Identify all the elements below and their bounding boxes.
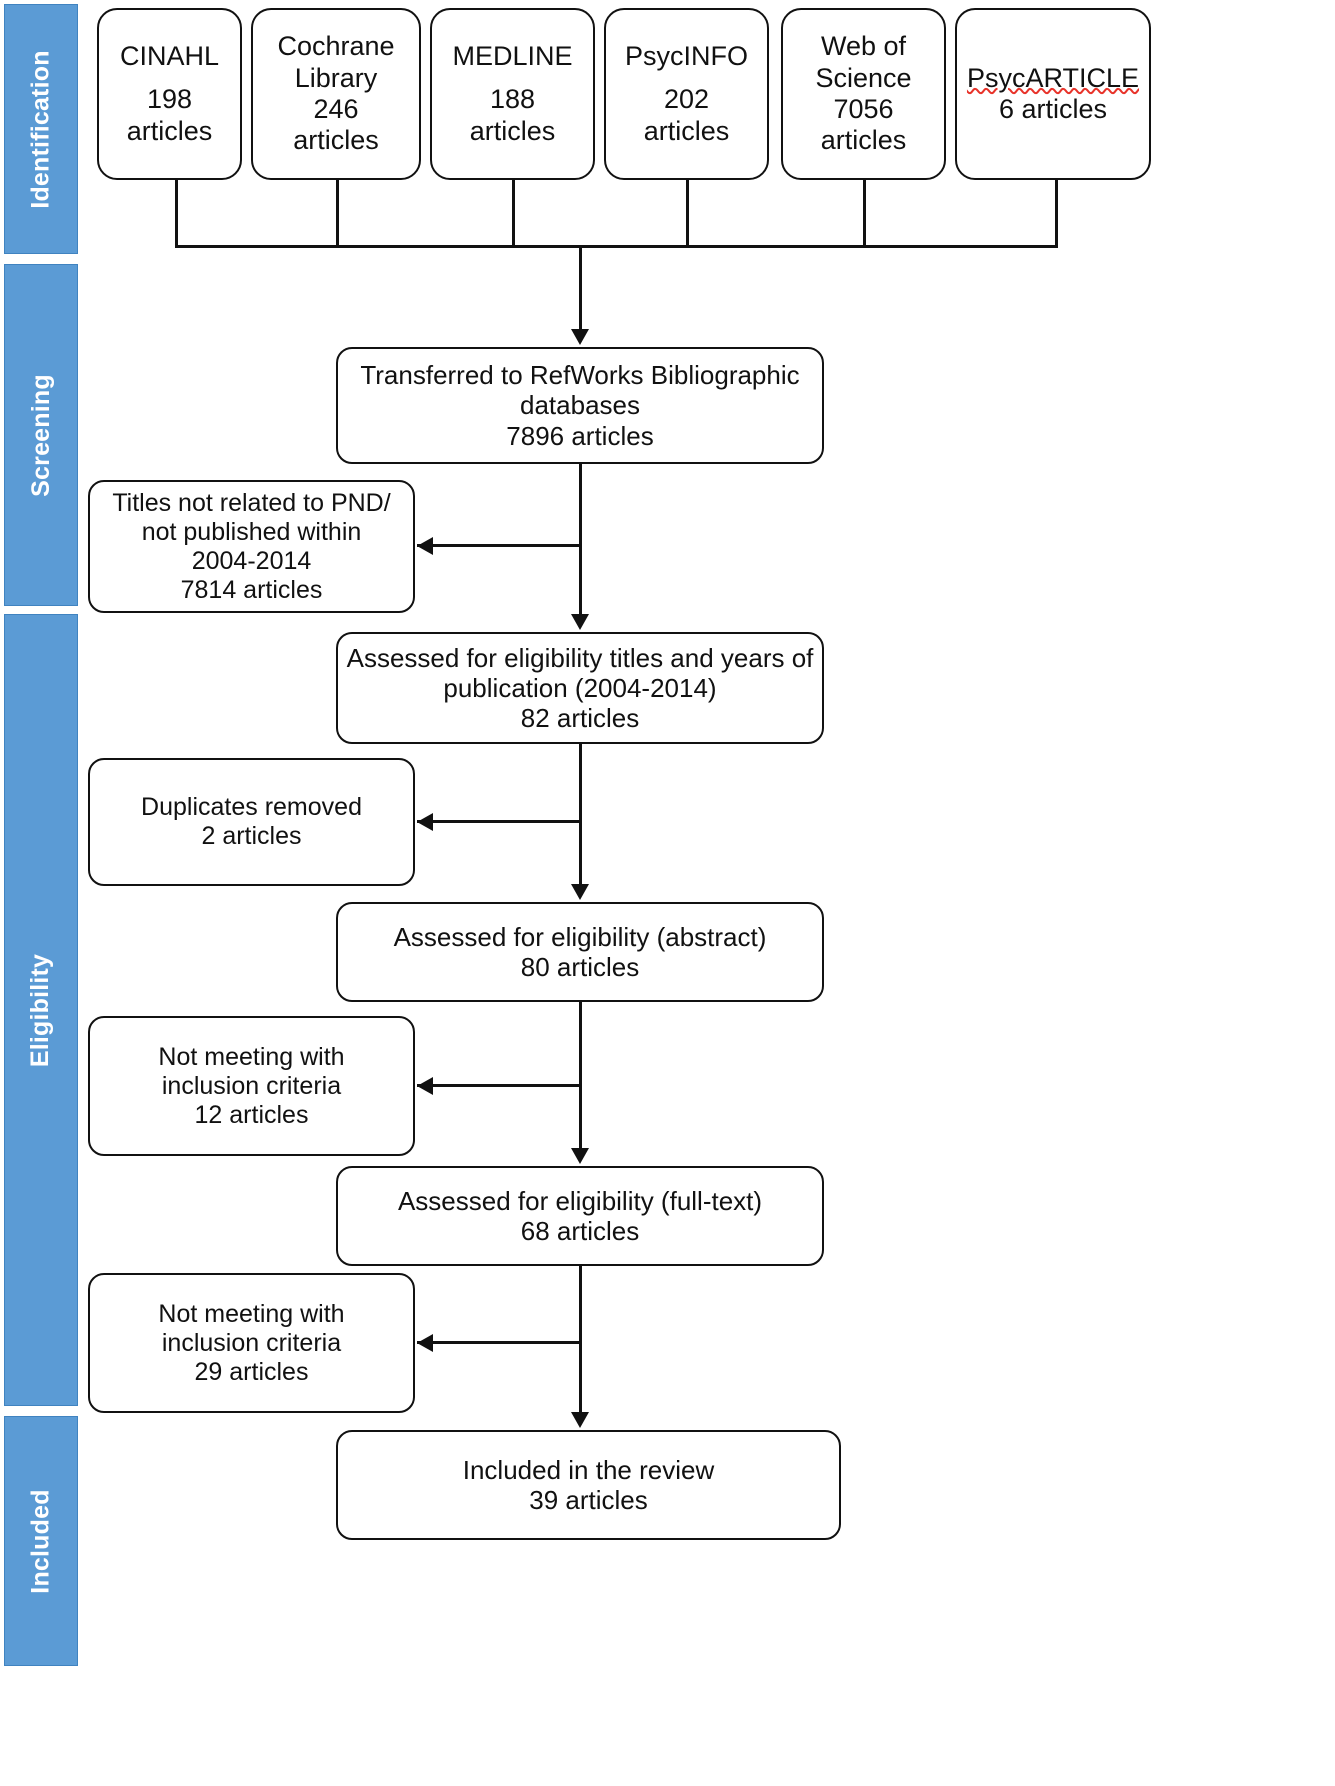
connector-to-not-meeting-fulltext: [417, 1341, 580, 1344]
source-name-cinahl: CINAHL: [119, 41, 220, 72]
stage-bar-included: Included: [4, 1416, 78, 1666]
included-review-count: 39 articles: [529, 1485, 648, 1515]
source-box-medline: MEDLINE 188 articles: [430, 8, 595, 180]
source-unit-medline: articles: [469, 115, 556, 146]
arrowhead-to-eligibility-fulltext: [571, 1148, 589, 1164]
source-name-medline: MEDLINE: [452, 41, 573, 72]
connector-eligibility-fulltext-down: [579, 1266, 582, 1418]
arrowhead-to-transferred: [571, 329, 589, 345]
stage-label-identification: Identification: [26, 49, 55, 209]
eligibility-fulltext-line1: Assessed for eligibility (full-text): [397, 1185, 763, 1216]
node-eligibility-abstract: Assessed for eligibility (abstract) 80 a…: [336, 902, 824, 1002]
stage-label-included: Included: [26, 1488, 55, 1594]
source-box-psycarticle: PsycARTICLE 6 articles: [955, 8, 1151, 180]
source-unit-web-of-science: articles: [820, 125, 907, 156]
source-name-psycarticle-wrapper: PsycARTICLE: [965, 63, 1141, 94]
source-count-medline: 188: [489, 84, 536, 115]
transferred-line1: Transferred to RefWorks Bibliographic: [360, 360, 800, 391]
source-name-web-of-science-line1: Web of: [820, 31, 907, 62]
connector-transferred-down: [579, 464, 582, 620]
stage-label-screening: Screening: [26, 373, 55, 497]
transferred-line2: databases: [520, 390, 640, 421]
transferred-count: 7896 articles: [506, 420, 654, 451]
eligibility-abstract-count: 80 articles: [520, 952, 640, 982]
titles-not-related-line1: Titles not related to PND/: [112, 488, 391, 517]
connector-cinahl-down: [175, 180, 178, 247]
included-review-line1: Included in the review: [462, 1454, 715, 1485]
node-eligibility-fulltext: Assessed for eligibility (full-text) 68 …: [336, 1166, 824, 1266]
node-titles-not-related: Titles not related to PND/ not published…: [88, 480, 415, 613]
connector-psycinfo-down: [686, 180, 689, 247]
source-unit-cinahl: articles: [126, 115, 213, 146]
node-included-in-review: Included in the review 39 articles: [336, 1430, 841, 1540]
titles-not-related-count: 7814 articles: [180, 575, 323, 604]
titles-not-related-line2: not published within: [141, 517, 362, 546]
duplicates-removed-count: 2 articles: [201, 822, 302, 850]
eligibility-titles-line2: publication (2004-2014): [443, 672, 717, 703]
not-meeting-abstract-count: 12 articles: [194, 1100, 309, 1129]
connector-cochrane-down: [336, 180, 339, 247]
source-count-web-of-science: 7056: [833, 94, 894, 124]
connector-eligibility-titles-down: [579, 744, 582, 890]
not-meeting-fulltext-line2: inclusion criteria: [161, 1328, 342, 1357]
source-box-psycinfo: PsycINFO 202 articles: [604, 8, 769, 180]
not-meeting-abstract-line1: Not meeting with: [158, 1042, 345, 1071]
node-transferred-to-refworks: Transferred to RefWorks Bibliographic da…: [336, 347, 824, 464]
arrowhead-to-not-meeting-fulltext: [417, 1334, 433, 1352]
source-count-psycarticle: 6 articles: [998, 94, 1108, 124]
not-meeting-fulltext-line1: Not meeting with: [158, 1299, 345, 1328]
node-not-meeting-inclusion-fulltext: Not meeting with inclusion criteria 29 a…: [88, 1273, 415, 1413]
arrowhead-to-included-review: [571, 1412, 589, 1428]
connector-to-not-meeting-abstract: [417, 1084, 580, 1087]
stage-bar-screening: Screening: [4, 264, 78, 606]
arrowhead-to-duplicates-removed: [417, 813, 433, 831]
connector-sources-manifold: [175, 245, 1058, 248]
eligibility-abstract-line1: Assessed for eligibility (abstract): [393, 921, 767, 952]
stage-bar-eligibility: Eligibility: [4, 614, 78, 1406]
eligibility-fulltext-count: 68 articles: [520, 1216, 640, 1246]
source-unit-psycinfo: articles: [643, 115, 730, 146]
node-eligibility-titles: Assessed for eligibility titles and year…: [336, 632, 824, 744]
connector-psycarticle-down: [1055, 180, 1058, 247]
source-name-psycinfo: PsycINFO: [624, 41, 748, 72]
duplicates-removed-line1: Duplicates removed: [141, 793, 362, 821]
connector-medline-down: [512, 180, 515, 247]
eligibility-titles-line1: Assessed for eligibility titles and year…: [346, 642, 814, 673]
source-box-cochrane: Cochrane Library 246 articles: [251, 8, 421, 180]
stage-label-eligibility: Eligibility: [26, 953, 55, 1067]
titles-not-related-years: 2004-2014: [191, 546, 312, 575]
source-box-cinahl: CINAHL 198 articles: [97, 8, 242, 180]
source-count-cinahl: 198: [146, 84, 193, 115]
eligibility-titles-count: 82 articles: [520, 703, 640, 734]
source-name-web-of-science-line2: Science: [815, 62, 912, 93]
source-unit-cochrane: articles: [293, 125, 379, 156]
connector-to-duplicates-removed: [417, 820, 580, 823]
arrowhead-to-eligibility-abstract: [571, 884, 589, 900]
arrowhead-to-eligibility-titles: [571, 614, 589, 630]
not-meeting-abstract-line2: inclusion criteria: [161, 1071, 342, 1100]
source-name-psycarticle: PsycARTICLE: [966, 62, 1140, 93]
connector-manifold-to-transferred: [579, 245, 582, 333]
node-not-meeting-inclusion-abstract: Not meeting with inclusion criteria 12 a…: [88, 1016, 415, 1156]
source-box-web-of-science: Web of Science 7056 articles: [781, 8, 946, 180]
source-name-cochrane-line2: Library: [294, 62, 378, 93]
source-count-cochrane: 246: [313, 94, 359, 124]
arrowhead-to-titles-not-related: [417, 537, 433, 555]
source-name-cochrane-line1: Cochrane: [277, 31, 395, 62]
connector-eligibility-abstract-down: [579, 1002, 582, 1154]
connector-web-of-science-down: [863, 180, 866, 247]
stage-bar-identification: Identification: [4, 4, 78, 254]
connector-to-titles-not-related: [417, 544, 580, 547]
source-count-psycinfo: 202: [663, 84, 710, 115]
arrowhead-to-not-meeting-abstract: [417, 1077, 433, 1095]
not-meeting-fulltext-count: 29 articles: [194, 1357, 309, 1386]
node-duplicates-removed: Duplicates removed 2 articles: [88, 758, 415, 886]
